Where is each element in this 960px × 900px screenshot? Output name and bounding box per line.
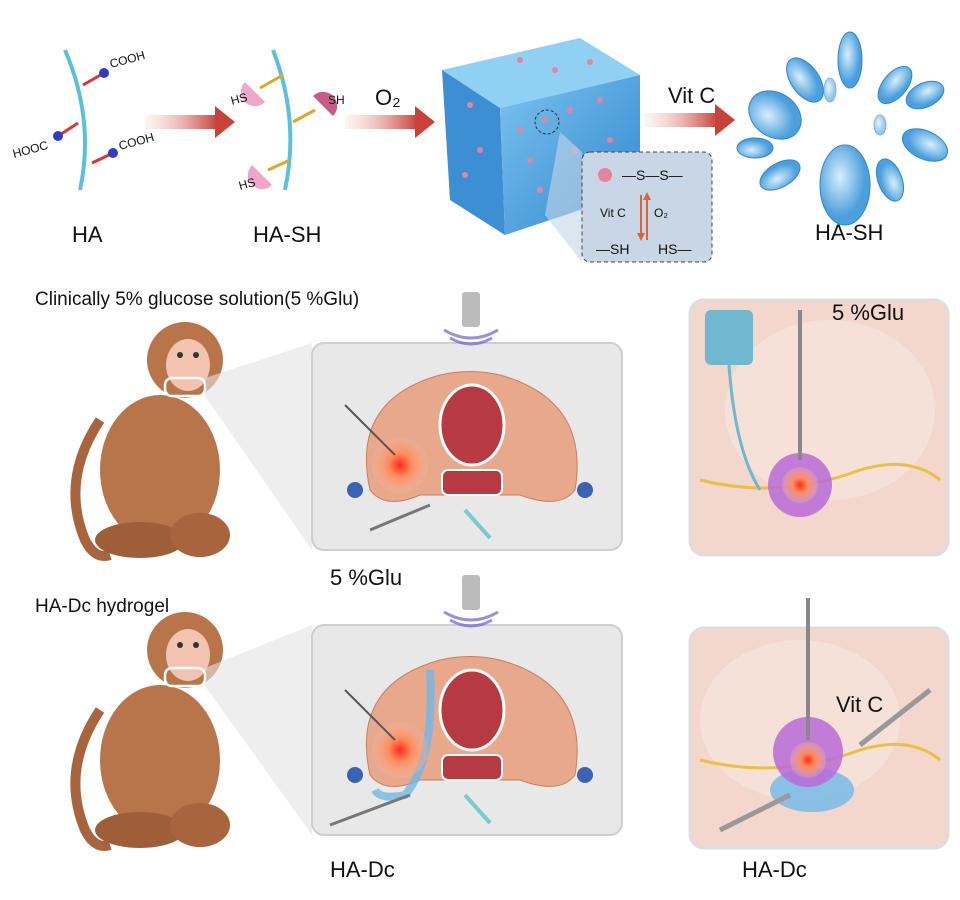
ha-sh-label: HA-SH	[253, 222, 321, 247]
reaction-arrow-1	[145, 106, 235, 138]
row2-right-reagent: Vit C	[836, 692, 883, 717]
inset-disulfide: —S—S—	[622, 167, 683, 183]
o2-label: O₂	[375, 85, 401, 110]
hash-group-label: HS	[229, 90, 249, 108]
row2-title: HA-Dc hydrogel	[35, 596, 169, 617]
hash-group-label: HS	[237, 175, 257, 193]
monkey-1	[70, 322, 230, 561]
hash-group-label: SH	[328, 93, 345, 107]
ha-label: HA	[72, 222, 103, 247]
hydrogel-block	[442, 38, 640, 262]
monkey-2	[70, 612, 230, 851]
ha-sh-molecule: HS SH HS	[229, 49, 345, 193]
row2-right-label: HA-Dc	[742, 857, 807, 882]
zoom-beam	[205, 343, 312, 550]
closeup-panel-2	[688, 598, 950, 850]
zoom-beam	[205, 625, 312, 835]
row1-panel-label: 5 %Glu	[330, 565, 402, 590]
vitc-label: Vit C	[668, 83, 715, 108]
inset-vitc: Vit C	[600, 206, 626, 220]
inset-thiol-left: —SH	[596, 241, 629, 257]
result-label: HA-SH	[815, 220, 883, 245]
ha-molecule: COOH HOOC COOH	[11, 48, 156, 191]
ultrasound-panel-2	[311, 575, 623, 836]
degraded-droplets	[736, 31, 949, 226]
reaction-arrow-2	[345, 106, 435, 138]
inset-thiol-right: HS—	[658, 241, 691, 257]
ha-group-label: COOH	[117, 130, 155, 153]
ultrasound-probe	[462, 575, 480, 610]
ha-group-label: HOOC	[11, 138, 50, 161]
ultrasound-panel-1	[311, 292, 623, 551]
row2-panel-label: HA-Dc	[330, 857, 395, 882]
row1-title: Clinically 5% glucose solution(5 %Glu)	[35, 289, 359, 310]
closeup-panel-1	[688, 298, 950, 557]
iv-bag	[705, 310, 753, 365]
inset-o2: O₂	[654, 206, 668, 220]
reaction-arrow-3	[645, 104, 735, 136]
ultrasound-probe	[462, 292, 480, 327]
row1-right-label: 5 %Glu	[832, 300, 904, 325]
disulfide-inset: —S—S— Vit C O₂ —SH HS—	[581, 151, 713, 263]
ha-group-label: COOH	[108, 48, 146, 71]
